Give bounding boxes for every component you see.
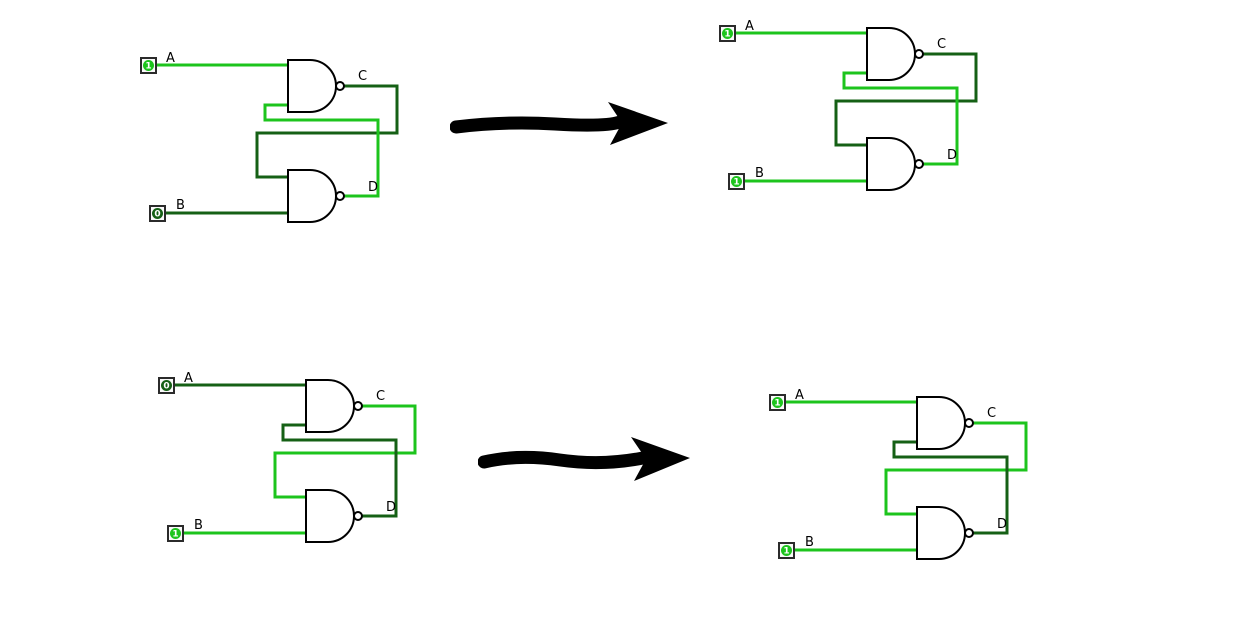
pin-state-dot bbox=[170, 528, 181, 539]
nand-gate-upper bbox=[866, 27, 916, 81]
pin-state-dot bbox=[781, 545, 792, 556]
label-d: D bbox=[947, 148, 957, 163]
label-b: B bbox=[194, 518, 203, 533]
nand-gate-lower bbox=[866, 137, 916, 191]
pin-state-dot bbox=[772, 397, 783, 408]
nand-bubble-upper bbox=[964, 418, 974, 428]
input-pin-a[interactable]: 1 bbox=[719, 25, 736, 42]
input-pin-a[interactable]: 0 bbox=[158, 377, 175, 394]
wire-feedback-d bbox=[263, 103, 380, 198]
circuit-top-left: 1 0 A B C D bbox=[140, 50, 410, 235]
nand-gate-upper bbox=[287, 59, 337, 113]
pin-value: 1 bbox=[774, 399, 780, 409]
label-a: A bbox=[184, 371, 193, 386]
transition-arrow-top bbox=[450, 102, 668, 145]
label-b: B bbox=[755, 166, 764, 181]
input-pin-b[interactable]: 1 bbox=[778, 542, 795, 559]
arrow-head-icon bbox=[631, 437, 690, 481]
circuit-svg: 1 0 A B C D bbox=[140, 51, 399, 223]
label-c: C bbox=[358, 69, 367, 84]
wire-feedback-d bbox=[892, 440, 1009, 535]
nand-bubble-upper bbox=[914, 49, 924, 59]
nand-bubble-lower bbox=[914, 159, 924, 169]
pin-value: 0 bbox=[163, 382, 169, 392]
arrow-head-icon bbox=[608, 102, 668, 145]
pin-value: 1 bbox=[783, 547, 789, 557]
wire-feedback-c bbox=[884, 421, 1028, 516]
wire-feedback-c bbox=[834, 52, 978, 147]
nand-bubble-upper bbox=[353, 401, 363, 411]
circuit-svg: 0 1 A B C D bbox=[158, 371, 417, 543]
nand-bubble-lower bbox=[964, 528, 974, 538]
input-pin-b[interactable]: 0 bbox=[149, 205, 166, 222]
arrow-shaft bbox=[450, 115, 627, 134]
nand-gate-lower bbox=[305, 489, 355, 543]
label-c: C bbox=[937, 37, 946, 52]
nand-bubble-lower bbox=[335, 191, 345, 201]
circuit-bottom-right: 1 1 A B C D bbox=[769, 387, 1039, 572]
circuit-svg: 1 1 A B C D bbox=[719, 19, 978, 191]
pin-state-dot bbox=[731, 176, 742, 187]
pin-value: 1 bbox=[733, 178, 739, 188]
nand-gate-upper bbox=[305, 379, 355, 433]
pin-state-dot bbox=[722, 28, 733, 39]
input-pin-a[interactable]: 1 bbox=[140, 57, 157, 74]
nand-gate-lower bbox=[287, 169, 337, 223]
wire-feedback-c bbox=[255, 84, 399, 179]
circuit-bottom-left: 0 1 A B C D bbox=[158, 370, 428, 555]
label-d: D bbox=[997, 517, 1007, 532]
pin-state-dot bbox=[161, 380, 172, 391]
label-d: D bbox=[368, 180, 378, 195]
transition-arrow-bottom bbox=[478, 437, 690, 481]
input-pin-b[interactable]: 1 bbox=[728, 173, 745, 190]
label-a: A bbox=[166, 51, 175, 66]
label-a: A bbox=[745, 19, 754, 34]
arrow-shaft bbox=[478, 450, 650, 470]
label-d: D bbox=[386, 500, 396, 515]
input-pin-b[interactable]: 1 bbox=[167, 525, 184, 542]
pin-value: 1 bbox=[724, 30, 730, 40]
input-pin-a[interactable]: 1 bbox=[769, 394, 786, 411]
label-b: B bbox=[176, 198, 185, 213]
nand-bubble-upper bbox=[335, 81, 345, 91]
label-b: B bbox=[805, 535, 814, 550]
circuit-top-right: 1 1 A B C D bbox=[719, 18, 989, 203]
label-a: A bbox=[795, 388, 804, 403]
nand-bubble-lower bbox=[353, 511, 363, 521]
pin-state-dot bbox=[143, 60, 154, 71]
label-c: C bbox=[987, 406, 996, 421]
wire-feedback-d bbox=[842, 71, 959, 166]
circuit-svg: 1 1 A B C D bbox=[769, 388, 1028, 560]
pin-state-dot bbox=[152, 208, 163, 219]
pin-value: 1 bbox=[172, 530, 178, 540]
nand-gate-upper bbox=[916, 396, 966, 450]
wire-feedback-c bbox=[273, 404, 417, 499]
nand-gate-lower bbox=[916, 506, 966, 560]
pin-value: 0 bbox=[154, 210, 160, 220]
pin-value: 1 bbox=[145, 62, 151, 72]
wire-feedback-d bbox=[281, 423, 398, 518]
label-c: C bbox=[376, 389, 385, 404]
